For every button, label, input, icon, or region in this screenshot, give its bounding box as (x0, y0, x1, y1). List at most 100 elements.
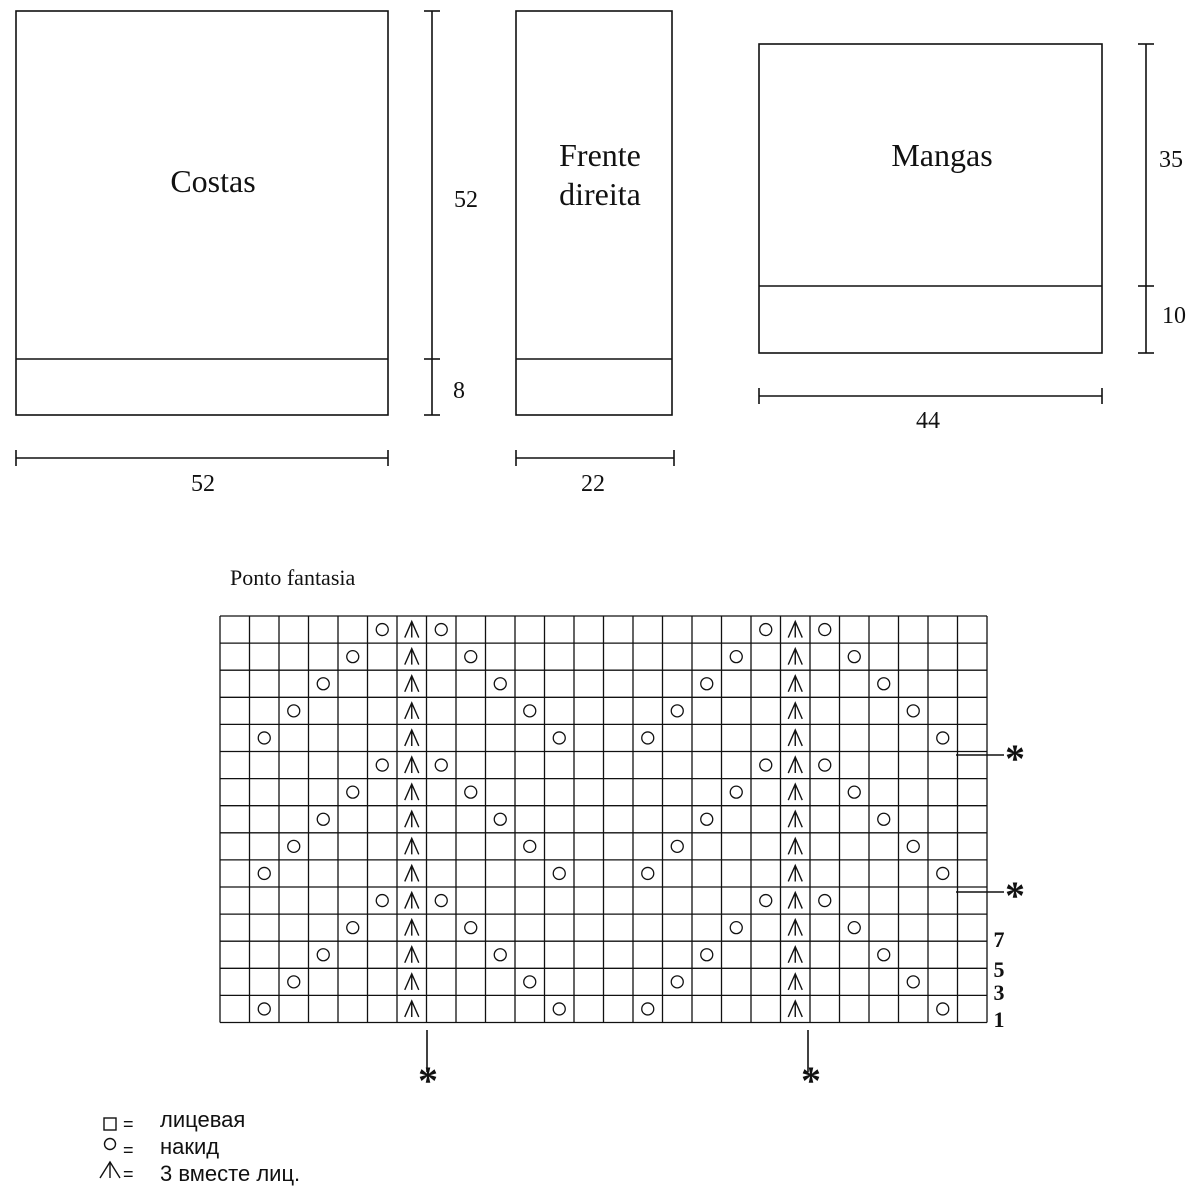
knit-three-together-icon (787, 945, 803, 964)
front-width-dimension (515, 450, 675, 466)
knit-three-together-icon (404, 646, 420, 665)
column-repeat-asterisk: * (418, 1058, 438, 1103)
front-label-line1: Frente (559, 137, 641, 173)
back-height-dimension (424, 10, 440, 416)
yarn-over-circle-icon (523, 839, 537, 853)
knit-three-together-icon (404, 945, 420, 964)
front-label-line2: direita (559, 176, 641, 212)
yarn-over-circle-icon (523, 704, 537, 718)
back-piece (15, 10, 389, 416)
knit-three-together-icon (787, 701, 803, 720)
yarn-over-circle-icon (641, 731, 655, 745)
yarn-over-circle-icon (257, 866, 271, 881)
column-repeat-asterisk: * (801, 1058, 821, 1103)
yarn-over-circle-icon (847, 650, 861, 664)
row-repeat-markers (426, 754, 1004, 1072)
yarn-over-circle-icon (316, 677, 330, 691)
sleeves-piece (758, 43, 1103, 354)
yarn-over-circle-icon (287, 704, 301, 718)
chart-title: Ponto fantasia (230, 565, 355, 590)
yarn-over-circle-icon (434, 758, 448, 772)
yarn-over-circle-icon (877, 948, 891, 962)
yarn-over-circle-icon (464, 650, 478, 664)
yarn-over-circle-icon (346, 921, 360, 935)
yarn-over-circle-icon (287, 975, 301, 989)
legend: = лицевая = накид = 3 вместе лиц. (99, 1107, 300, 1186)
yarn-over-circle-icon (877, 812, 891, 826)
legend-label-decrease: 3 вместе лиц. (160, 1161, 300, 1186)
knit-three-together-icon (787, 917, 803, 936)
knit-three-together-icon (404, 782, 420, 801)
knit-three-together-icon (787, 972, 803, 991)
sleeves-height-dimension (1138, 43, 1154, 354)
yarn-over-circle-icon (552, 866, 566, 881)
knit-three-together-icon (787, 999, 803, 1018)
yarn-over-circle-icon (729, 650, 743, 664)
yarn-over-circle-icon (257, 731, 271, 745)
knit-three-together-icon (787, 890, 803, 909)
yarn-over-circle-icon (316, 948, 330, 962)
sleeves-rib-value: 10 (1162, 303, 1186, 329)
front-piece (515, 10, 673, 416)
yarn-over-circle-icon (936, 866, 950, 881)
back-label: Costas (170, 163, 255, 199)
yarn-over-circle-icon (493, 948, 507, 962)
knit-three-together-icon (404, 972, 420, 991)
knit-three-together-icon (404, 755, 420, 774)
sleeves-height-value: 35 (1159, 147, 1183, 173)
yarn-over-circle-icon (434, 622, 448, 637)
row-repeat-asterisk: * (1005, 873, 1025, 918)
knit-three-together-icon (404, 619, 420, 638)
sleeves-width-value: 44 (916, 408, 940, 434)
yarn-over-circle-icon (906, 975, 920, 989)
yarn-over-circle-icon (103, 1137, 117, 1151)
legend-equals: = (123, 1164, 134, 1184)
row-number: 3 (994, 980, 1005, 1005)
yarn-over-circle-icon (700, 812, 714, 826)
yarn-over-circle-icon (936, 1002, 950, 1016)
knit-three-together-icon (787, 782, 803, 801)
yarn-over-circle-icon (493, 677, 507, 691)
yarn-over-circle-icon (523, 975, 537, 989)
yarn-over-circle-icon (641, 866, 655, 881)
back-outline (15, 10, 389, 416)
yarn-over-circle-icon (316, 812, 330, 826)
yarn-over-circle-icon (670, 704, 684, 718)
yarn-over-circle-icon (847, 785, 861, 799)
knit-three-together-icon (99, 1160, 121, 1179)
knit-three-together-icon (404, 674, 420, 693)
yarn-over-circle-icon (670, 839, 684, 853)
knit-square-icon (103, 1117, 117, 1131)
yarn-over-circle-icon (287, 839, 301, 853)
back-height-value: 52 (454, 187, 478, 213)
yarn-over-circle-icon (375, 893, 389, 908)
yarn-over-circle-icon (670, 975, 684, 989)
yarn-over-circle-icon (464, 921, 478, 935)
knit-three-together-icon (404, 701, 420, 720)
yarn-over-circle-icon (729, 921, 743, 935)
legend-label-knit: лицевая (160, 1107, 245, 1132)
yarn-over-circle-icon (552, 731, 566, 745)
yarn-over-circle-icon (375, 758, 389, 772)
yarn-over-circle-icon (877, 677, 891, 691)
knit-three-together-icon (404, 999, 420, 1018)
knit-three-together-icon (787, 646, 803, 665)
sleeves-outline (758, 43, 1103, 354)
knit-three-together-icon (404, 836, 420, 855)
back-width-value: 52 (191, 471, 215, 497)
knit-three-together-icon (787, 809, 803, 828)
yarn-over-circle-icon (375, 622, 389, 637)
yarn-over-circle-icon (464, 785, 478, 799)
yarn-over-circle-icon (729, 785, 743, 799)
sleeves-label: Mangas (891, 137, 992, 173)
legend-label-yarn-over: накид (160, 1134, 219, 1159)
yarn-over-circle-icon (346, 650, 360, 664)
knit-three-together-icon (787, 755, 803, 774)
knit-three-together-icon (787, 674, 803, 693)
legend-equals: = (123, 1114, 134, 1134)
yarn-over-circle-icon (818, 758, 832, 772)
knit-three-together-icon (404, 863, 420, 882)
yarn-over-circle-icon (818, 893, 832, 908)
yarn-over-circle-icon (847, 921, 861, 935)
knit-three-together-icon (404, 728, 420, 747)
